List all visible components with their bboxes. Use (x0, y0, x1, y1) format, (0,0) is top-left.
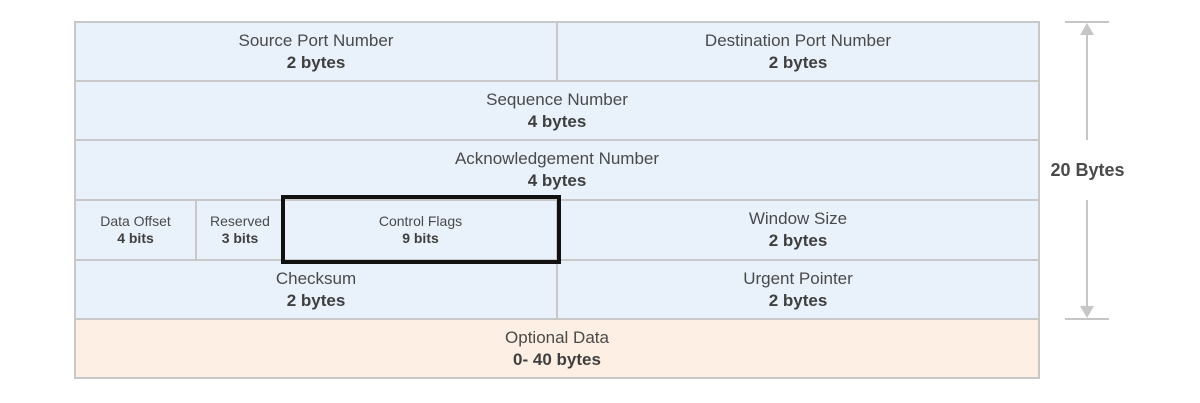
dimension-line-upper (1086, 34, 1088, 140)
field-checksum: Checksum 2 bytes (74, 259, 558, 320)
field-size: 2 bytes (286, 290, 346, 310)
field-size: 2 bytes (768, 231, 828, 250)
dimension-arrow-down-icon (1080, 306, 1094, 318)
field-name: Destination Port Number (704, 30, 892, 50)
field-name: Checksum (275, 268, 357, 288)
field-name: Window Size (748, 209, 848, 228)
field-size: 0- 40 bytes (513, 349, 601, 369)
field-size: 4 bits (117, 230, 154, 246)
field-name: Urgent Pointer (743, 268, 853, 288)
field-data-offset: Data Offset 4 bits (74, 199, 197, 261)
field-size: 2 bytes (286, 52, 346, 72)
field-size: 3 bits (221, 230, 259, 246)
field-name: Sequence Number (486, 89, 628, 109)
field-size: 4 bytes (527, 171, 587, 190)
dimension-top-tick (1065, 21, 1109, 23)
field-source-port: Source Port Number 2 bytes (74, 21, 558, 82)
field-sequence-number: Sequence Number 4 bytes (74, 80, 1040, 141)
field-destination-port: Destination Port Number 2 bytes (556, 21, 1040, 82)
dimension-bottom-tick (1065, 318, 1109, 320)
field-control-flags: Control Flags 9 bits (283, 199, 558, 261)
field-name: Data Offset (100, 213, 171, 229)
field-name: Control Flags (378, 213, 463, 229)
field-name: Acknowledgement Number (454, 149, 660, 168)
field-urgent-pointer: Urgent Pointer 2 bytes (556, 259, 1040, 320)
field-name: Reserved (210, 213, 270, 229)
field-size: 4 bytes (527, 111, 587, 131)
dimension-arrow-up-icon (1080, 23, 1094, 35)
dimension-line-lower (1086, 200, 1088, 306)
field-name: Source Port Number (238, 30, 394, 50)
field-optional-data: Optional Data 0- 40 bytes (74, 318, 1040, 379)
field-size: 2 bytes (768, 52, 828, 72)
field-window-size: Window Size 2 bytes (556, 199, 1040, 261)
field-reserved: Reserved 3 bits (195, 199, 285, 261)
field-size: 2 bytes (768, 290, 828, 310)
field-name: Optional Data (505, 327, 609, 347)
field-acknowledgement-number: Acknowledgement Number 4 bytes (74, 139, 1040, 201)
field-size: 9 bits (402, 230, 439, 246)
dimension-label: 20 Bytes (1050, 160, 1125, 180)
